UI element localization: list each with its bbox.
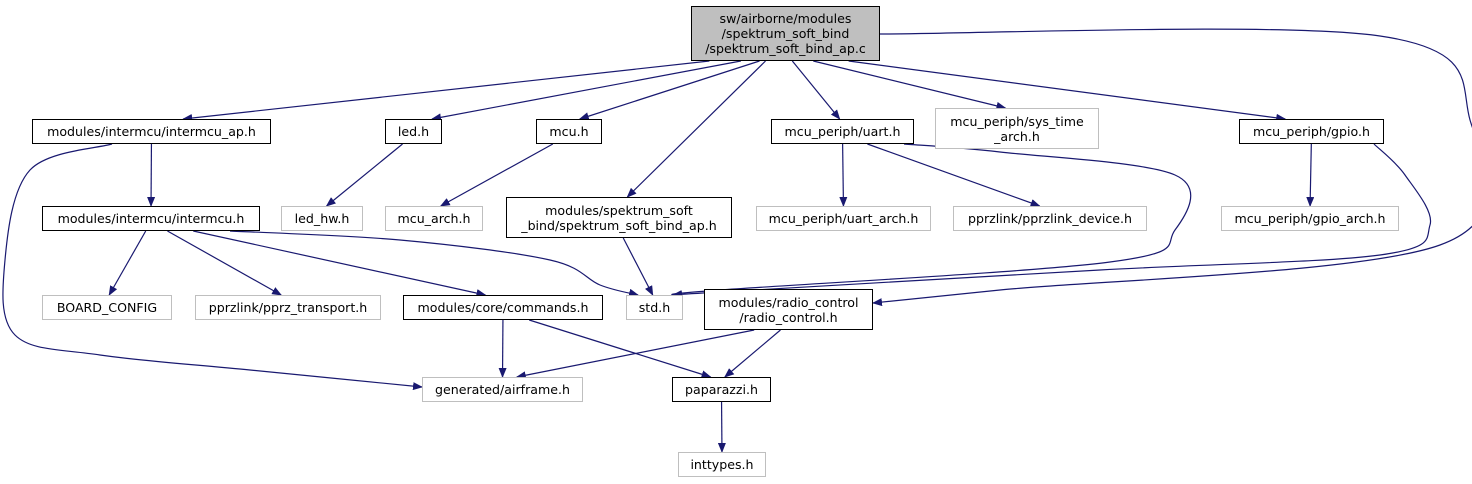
node-line: modules/spektrum_soft xyxy=(545,202,693,218)
node-uart-h[interactable]: mcu_periph/uart.h xyxy=(771,119,914,144)
node-intermcu-ap-h[interactable]: modules/intermcu/intermcu_ap.h xyxy=(32,119,271,144)
node-line: mcu_periph/gpio.h xyxy=(1252,124,1371,139)
node-inttypes-h[interactable]: inttypes.h xyxy=(678,452,766,477)
node-std-h[interactable]: std.h xyxy=(626,295,683,320)
node-line: modules/core/commands.h xyxy=(417,300,589,315)
node-line: BOARD_CONFIG xyxy=(56,300,158,315)
edge-commands-to-paparazzi xyxy=(529,319,712,379)
node-line: modules/intermcu/intermcu.h xyxy=(57,211,245,226)
node-line: sw/airborne/modules xyxy=(719,11,852,26)
node-led-h[interactable]: led.h xyxy=(385,119,442,144)
node-intermcu-h[interactable]: modules/intermcu/intermcu.h xyxy=(42,206,260,231)
node-spektrum-soft-bind-ap-c[interactable]: sw/airborne/modules /spektrum_soft_bind … xyxy=(691,6,880,61)
node-line: mcu_periph/sys_time xyxy=(950,113,1084,129)
node-mcu-arch-h[interactable]: mcu_arch.h xyxy=(385,206,483,231)
edge-root-to-gpio xyxy=(848,60,1287,122)
node-led-hw-h[interactable]: led_hw.h xyxy=(281,206,363,231)
node-commands-h[interactable]: modules/core/commands.h xyxy=(403,295,603,320)
node-line: led_hw.h xyxy=(294,211,350,226)
node-gpio-h[interactable]: mcu_periph/gpio.h xyxy=(1239,119,1384,144)
edge-uart-to-pprzlink_device xyxy=(867,143,1041,207)
node-line: mcu_periph/uart_arch.h xyxy=(768,211,919,226)
edge-root-to-mcu xyxy=(578,60,760,121)
node-paparazzi-h[interactable]: paparazzi.h xyxy=(672,377,771,402)
node-line: mcu_arch.h xyxy=(397,211,471,226)
node-pprz-transport-h[interactable]: pprzlink/pprz_transport.h xyxy=(195,295,381,320)
node-line: led.h xyxy=(397,124,430,139)
node-line: pprzlink/pprz_transport.h xyxy=(208,300,368,315)
edge-root-to-sys_time_arch xyxy=(813,60,1007,110)
node-line: mcu_periph/gpio_arch.h xyxy=(1234,211,1386,226)
node-radio-control-h[interactable]: modules/radio_control /radio_control.h xyxy=(704,289,873,330)
node-line: /spektrum_soft_bind xyxy=(721,26,850,41)
node-line: inttypes.h xyxy=(690,457,754,472)
edge-radio_control-to-airframe xyxy=(515,329,755,380)
node-line: mcu.h xyxy=(549,124,589,139)
edge-gpio-to-gpio_arch xyxy=(1306,143,1315,207)
node-line: pprzlink/pprzlink_device.h xyxy=(968,211,1132,226)
edge-intermcu-to-board_config xyxy=(108,230,147,296)
edge-soft_bind_ap_h-to-std xyxy=(622,237,654,296)
edge-led-to-led_hw xyxy=(325,143,403,207)
node-line: /radio_control.h xyxy=(739,309,838,325)
edge-root-to-led xyxy=(431,60,741,122)
edge-intermcu-to-pprz_transport xyxy=(167,230,283,296)
node-mcu-h[interactable]: mcu.h xyxy=(536,119,602,144)
node-line: generated/airframe.h xyxy=(434,382,570,397)
node-line: _bind/spektrum_soft_bind_ap.h xyxy=(521,217,717,233)
edge-intermcu-to-commands xyxy=(193,230,487,297)
edge-uart-to-uart_arch xyxy=(839,143,848,207)
node-line: modules/intermcu/intermcu_ap.h xyxy=(47,124,256,139)
node-gpio-arch-h[interactable]: mcu_periph/gpio_arch.h xyxy=(1221,206,1399,231)
node-airframe-h[interactable]: generated/airframe.h xyxy=(422,377,583,402)
edge-root-to-uart xyxy=(791,60,841,120)
edge-root-to-intermcu_ap xyxy=(182,60,710,122)
node-line: std.h xyxy=(638,300,671,315)
node-uart-arch-h[interactable]: mcu_periph/uart_arch.h xyxy=(756,206,931,231)
node-pprzlink-device-h[interactable]: pprzlink/pprzlink_device.h xyxy=(953,206,1147,231)
edge-radio_control-to-paparazzi xyxy=(724,329,781,378)
edge-root-to-soft_bind_ap_h xyxy=(626,60,766,198)
edge-intermcu-to-std xyxy=(229,230,639,297)
edge-mcu-to-mcu_arch xyxy=(439,143,554,207)
node-line: _arch.h xyxy=(994,128,1040,144)
edge-intermcu_ap-to-airframe xyxy=(2,143,423,391)
node-sys-time-arch-h[interactable]: mcu_periph/sys_time _arch.h xyxy=(935,108,1099,149)
node-line: /spektrum_soft_bind_ap.c xyxy=(705,41,866,56)
node-line: modules/radio_control xyxy=(718,294,859,310)
node-line: mcu_periph/uart.h xyxy=(784,124,901,139)
node-spektrum-soft-bind-ap-h[interactable]: modules/spektrum_soft _bind/spektrum_sof… xyxy=(506,197,732,238)
node-board-config[interactable]: BOARD_CONFIG xyxy=(42,295,172,320)
edge-root-to-radio_control xyxy=(872,28,1472,307)
node-line: paparazzi.h xyxy=(684,382,759,397)
